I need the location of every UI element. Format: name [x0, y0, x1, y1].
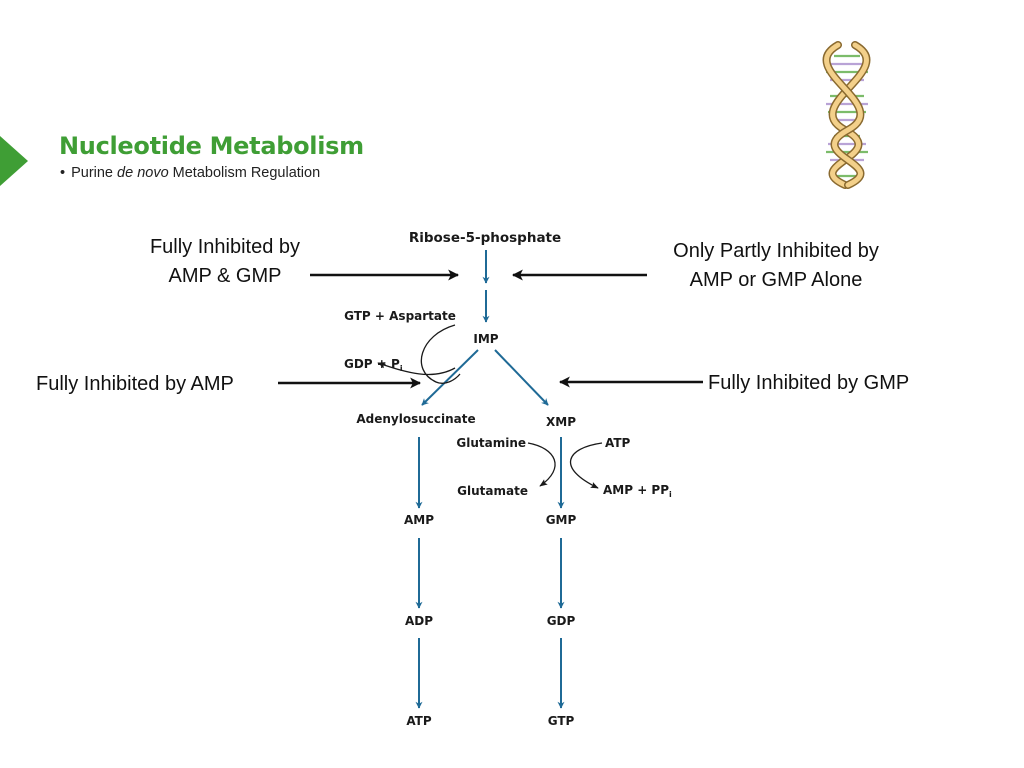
note-inhibited-amp: Fully Inhibited by AMP — [36, 373, 234, 395]
arrow-imp-adenylosuccinate — [421, 349, 479, 406]
note-partly-inhibited: Only Partly Inhibited by AMP or GMP Alon… — [644, 237, 908, 295]
label-gdp: GDP — [547, 614, 576, 628]
note-line: AMP & GMP — [168, 265, 282, 287]
note-line: AMP or GMP Alone — [689, 269, 863, 291]
subtitle-italic: de novo — [117, 165, 169, 181]
page-title: Nucleotide Metabolism — [59, 132, 364, 160]
slide-marker — [0, 136, 28, 186]
page-subtitle: • Purine de novo Metabolism Regulation — [60, 165, 320, 181]
note-inhibited-amp-gmp: Fully Inhibited by AMP & GMP — [125, 233, 325, 291]
label-imp: IMP — [473, 332, 498, 346]
note-line: Only Partly Inhibited by — [673, 240, 879, 262]
label-amp: AMP — [404, 513, 434, 527]
amp-ppi-sub: i — [669, 490, 672, 499]
label-gtp: GTP — [548, 714, 575, 728]
dna-helix-icon — [822, 41, 871, 189]
curve-atp-amp-ppi — [569, 442, 603, 489]
label-atp-in: ATP — [605, 436, 631, 450]
bullet: • — [60, 165, 66, 181]
label-gmp: GMP — [546, 513, 577, 527]
label-xmp: XMP — [546, 415, 576, 429]
arrow-imp-xmp — [494, 349, 549, 406]
label-atp: ATP — [406, 714, 432, 728]
amp-ppi-text: AMP + PP — [603, 483, 669, 497]
gdp-pi-text: GDP + P — [344, 357, 400, 371]
curve-glutamine-glutamate — [527, 442, 556, 487]
label-gdp-pi: GDP + Pi — [344, 357, 403, 373]
note-inhibited-gmp: Fully Inhibited by GMP — [708, 372, 910, 394]
label-glutamine: Glutamine — [456, 436, 526, 450]
label-adenylosuccinate: Adenylosuccinate — [356, 412, 475, 426]
curve-gtp-aspartate-in — [420, 324, 461, 384]
label-gtp-aspartate: GTP + Aspartate — [344, 309, 456, 323]
subtitle-prefix: Purine — [71, 165, 118, 181]
label-amp-ppi: AMP + PPi — [603, 483, 672, 499]
label-ribose-5-phosphate: Ribose-5-phosphate — [409, 230, 561, 246]
label-adp: ADP — [405, 614, 433, 628]
note-line: Fully Inhibited by — [149, 236, 301, 258]
curve-gdp-pi-out — [377, 362, 456, 376]
subtitle-suffix: Metabolism Regulation — [168, 165, 321, 181]
gdp-pi-sub: i — [400, 364, 403, 373]
label-glutamate: Glutamate — [457, 484, 528, 498]
